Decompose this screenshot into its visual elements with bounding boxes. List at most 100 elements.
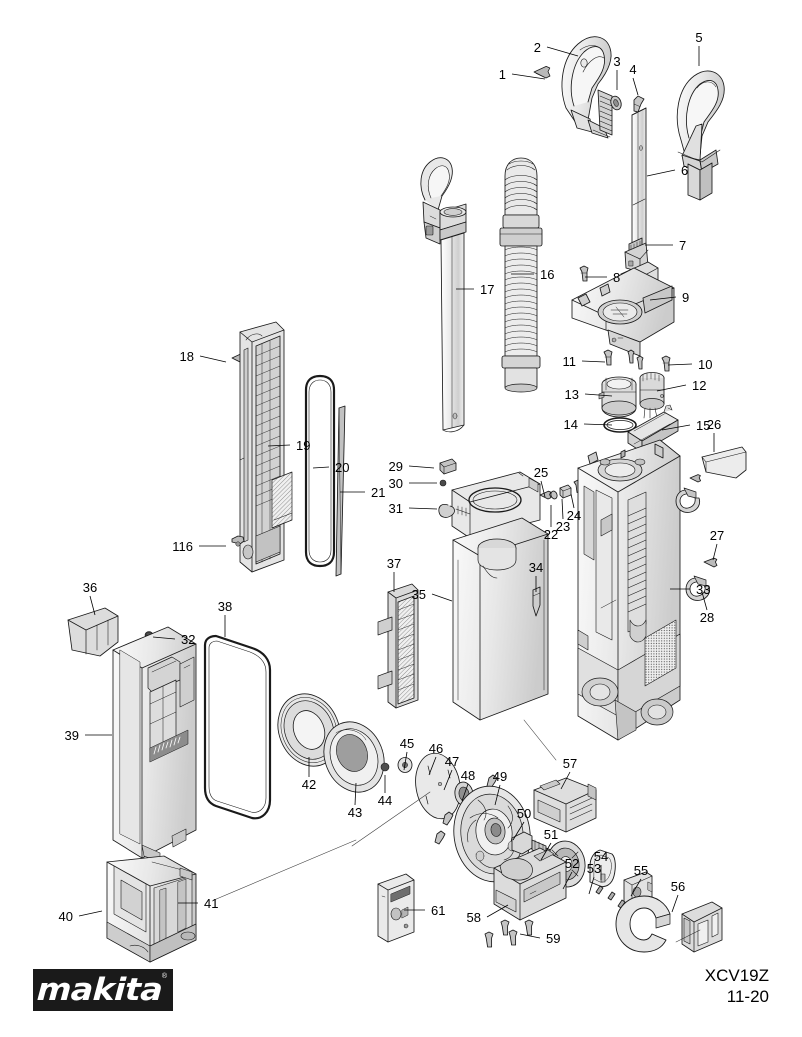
leader-line <box>546 46 579 57</box>
callout-number: 50 <box>517 806 531 821</box>
callout-55: 55 <box>630 863 648 897</box>
leader-line <box>583 423 613 426</box>
callout-1: 1 <box>499 67 546 82</box>
callout-number: 9 <box>682 290 689 305</box>
part-56-motor-bracket <box>681 901 723 953</box>
revision-date: 11-20 <box>726 987 769 1006</box>
callout-number: 39 <box>65 728 79 743</box>
callout-number: 21 <box>371 485 385 500</box>
sheet-footer: makita ® XCV19Z 11-20 <box>0 955 802 1037</box>
callout-number: 28 <box>700 610 714 625</box>
callout-52: 52 <box>562 856 579 890</box>
part-44-nut <box>380 762 390 772</box>
makita-logo: makita ® <box>33 969 173 1011</box>
callout-36: 36 <box>83 580 97 616</box>
leader-line <box>78 910 103 917</box>
callout-53: 53 <box>587 861 601 895</box>
callout-9: 9 <box>649 290 689 305</box>
callout-17: 17 <box>456 282 494 297</box>
callout-27: 27 <box>710 528 724 561</box>
callout-49: 49 <box>493 769 507 806</box>
leader-line <box>511 73 546 80</box>
leader-line <box>584 393 613 397</box>
leader-line <box>646 169 676 177</box>
callout-19: 19 <box>267 438 310 453</box>
part-6-extension-wand <box>631 107 647 261</box>
leader-line <box>152 636 176 640</box>
callout-12: 12 <box>656 378 706 393</box>
part-cord-hook-upper <box>675 474 702 513</box>
part-13-filter-cup <box>598 376 637 418</box>
callout-28: 28 <box>700 591 714 625</box>
callout-number: 59 <box>546 931 560 946</box>
callout-44: 44 <box>378 775 392 808</box>
leader-line <box>649 296 677 301</box>
part-38-door-gasket <box>203 634 272 820</box>
leader-line <box>267 444 291 447</box>
part-30-pin <box>439 479 447 487</box>
part-9-upper-housing <box>571 261 675 357</box>
part-19-brush-cover-panel <box>239 321 293 573</box>
leader-line <box>512 821 525 841</box>
part-22-pin <box>550 490 558 500</box>
part-58-motor-housing-lower <box>493 847 567 921</box>
callout-number: 52 <box>565 856 579 871</box>
part-1-screw <box>533 66 551 79</box>
callout-45: 45 <box>400 736 414 771</box>
part-26-name-plate <box>701 446 747 479</box>
part-116-screw <box>231 535 245 547</box>
part-41-base-housing <box>106 855 197 963</box>
callout-number: 26 <box>707 417 721 432</box>
callout-number: 30 <box>389 476 403 491</box>
callout-37: 37 <box>387 556 401 592</box>
part-12-filter-sleeve <box>639 372 665 419</box>
callout-number: 53 <box>587 861 601 876</box>
part-25-screw <box>539 490 552 500</box>
callout-number: 24 <box>567 508 581 523</box>
callout-51: 51 <box>540 827 558 861</box>
part-2-upper-handle <box>561 36 613 139</box>
callout-number: 42 <box>302 777 316 792</box>
part-tray-screws <box>627 349 644 370</box>
part-16-flexible-hose <box>499 157 543 393</box>
callout-number: 41 <box>204 896 218 911</box>
callout-50: 50 <box>512 806 531 841</box>
callout-number: 2 <box>534 40 541 55</box>
callout-number: 14 <box>564 417 578 432</box>
callout-number: 38 <box>218 599 232 614</box>
leader-line <box>89 595 96 616</box>
callout-34: 34 <box>529 560 543 592</box>
callout-42: 42 <box>302 757 316 792</box>
part-3-grommet <box>610 95 622 111</box>
callout-number: 27 <box>710 528 724 543</box>
leader-line <box>408 465 435 469</box>
callout-number: 22 <box>544 527 558 542</box>
callout-56: 56 <box>671 879 685 913</box>
leader-line <box>519 933 541 939</box>
callout-number: 1 <box>499 67 506 82</box>
part-8-screw <box>579 265 589 282</box>
callout-61: 61 <box>404 903 445 918</box>
callout-number: 55 <box>634 863 648 878</box>
callout-5: 5 <box>695 30 703 66</box>
callout-number: 116 <box>172 539 193 554</box>
callout-58: 58 <box>467 904 509 925</box>
part-10-screw <box>661 355 671 372</box>
part-57-motor-cover <box>533 777 597 833</box>
registered-mark: ® <box>161 973 167 980</box>
leader-line <box>562 871 573 890</box>
callout-number: 10 <box>698 357 712 372</box>
model-info: XCV19Z 11-20 <box>705 965 769 1007</box>
leader-line <box>560 771 571 790</box>
callout-number: 3 <box>613 54 620 69</box>
part-11-screw <box>603 349 613 366</box>
part-17-wand-assembly <box>420 157 467 433</box>
callout-number: 57 <box>563 756 577 771</box>
callout-29: 29 <box>389 459 435 474</box>
leader-line <box>540 480 546 498</box>
leader-line <box>494 784 501 806</box>
callout-24: 24 <box>567 493 581 523</box>
callout-22: 22 <box>544 505 558 542</box>
callout-26: 26 <box>707 417 721 452</box>
callout-21: 21 <box>340 485 385 500</box>
